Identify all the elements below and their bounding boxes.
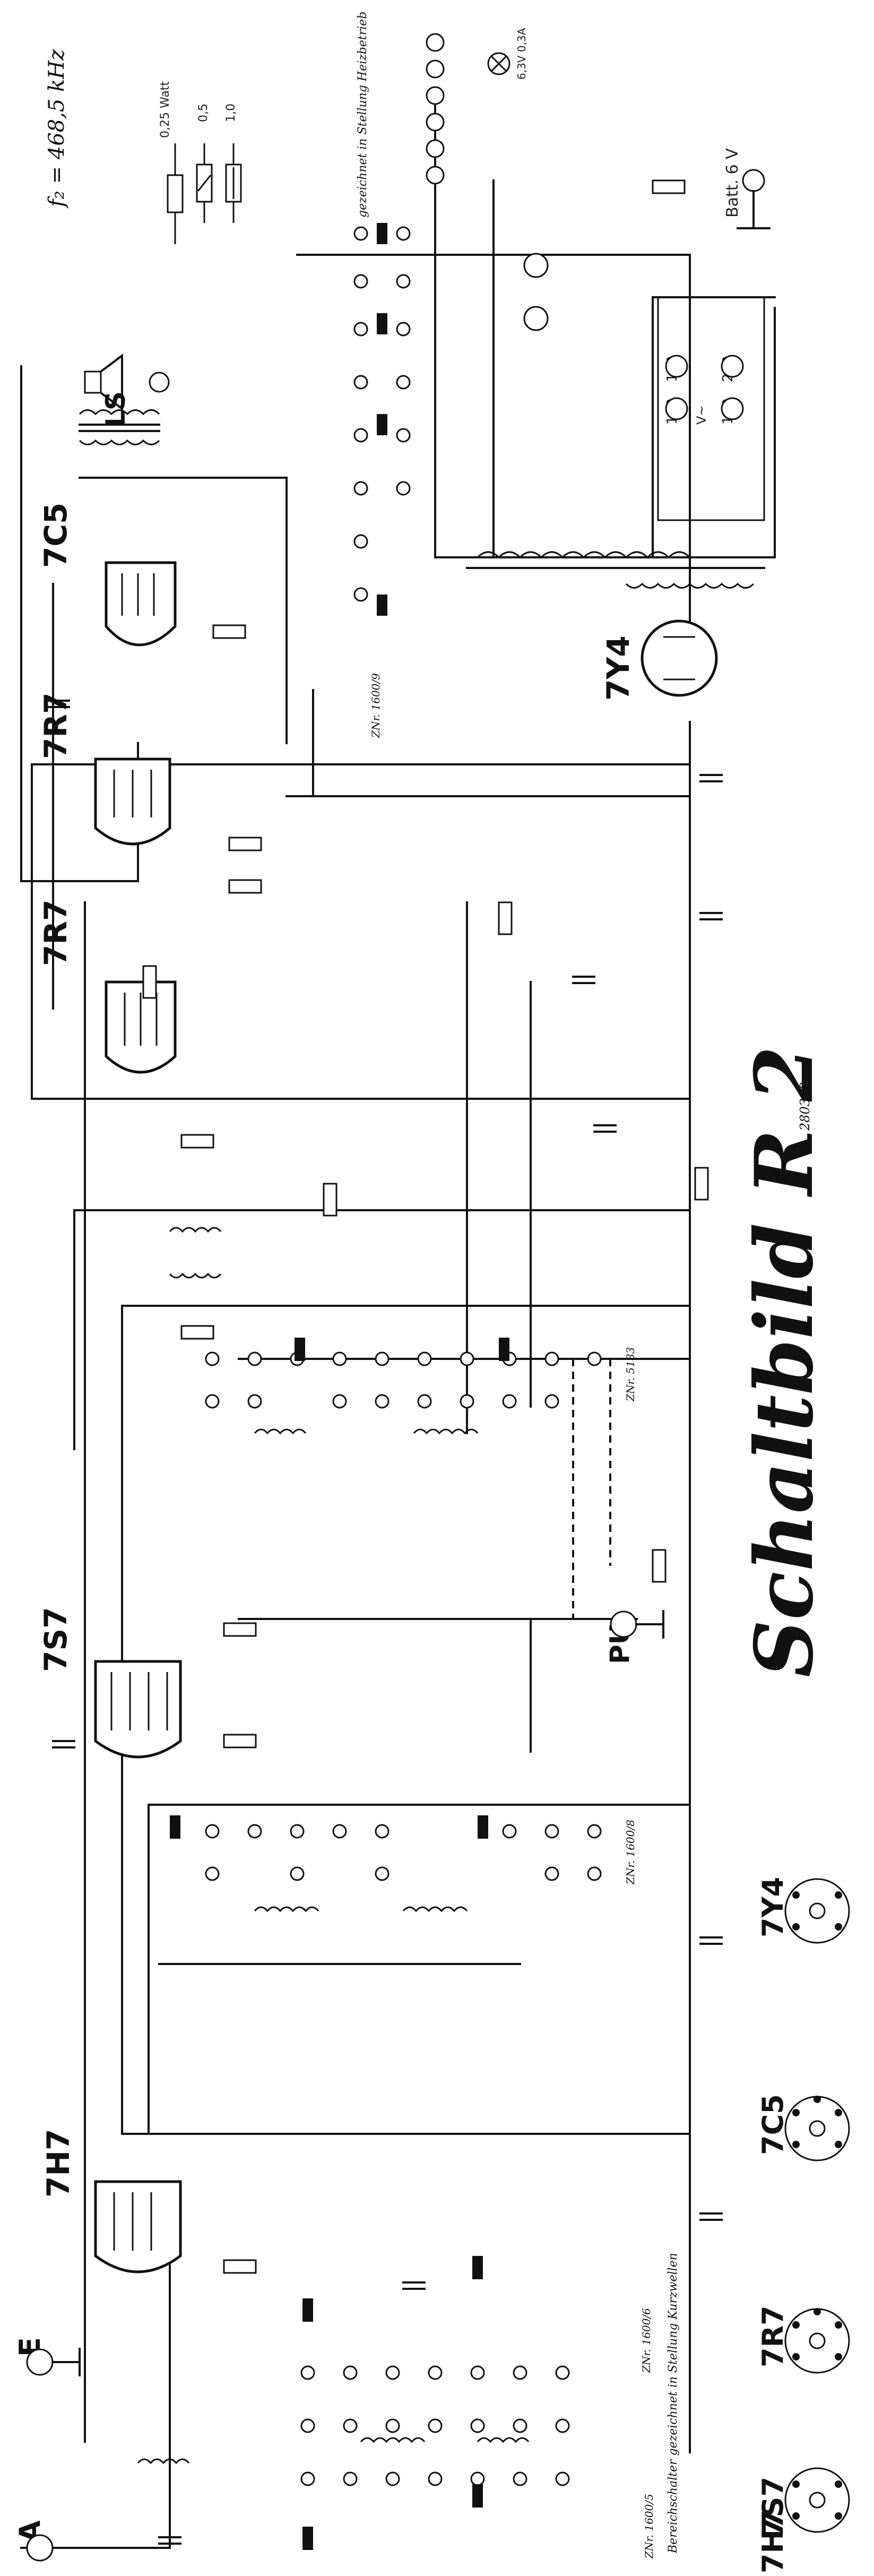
tube-7c5: [105, 561, 177, 647]
resistor-legend-025: 0,25 Watt: [159, 81, 172, 138]
if-frequency-label: f₂ = 468,5 kHz: [45, 49, 69, 209]
socket-label-7r7: 7R7: [756, 2305, 790, 2367]
pilot-lamp-icon: [487, 52, 510, 75]
socket-label-7h7: 7H7: [756, 2510, 790, 2573]
socket-label-7s7: 7S7: [756, 2477, 790, 2537]
if-coils: [137, 1227, 530, 2465]
socket-7r7: [784, 2308, 850, 2374]
tube-label-7y4: 7Y4: [600, 635, 636, 701]
tube-label-7s7: 7S7: [38, 1607, 74, 1673]
tube-7r7-upper: [94, 757, 171, 846]
tube-7r7-lower: [105, 980, 177, 1074]
socket-label-7y4: 7Y4: [756, 1877, 790, 1937]
tube-7y4: [641, 619, 718, 697]
battery-label: Batt. 6 V: [723, 148, 742, 218]
tube-7h7: [94, 2180, 182, 2273]
switch-label-1: ZNr. 1600/9: [369, 673, 382, 738]
switch-label-4: ZNr. 1600/6: [640, 2308, 653, 2373]
tube-label-7r7-a: 7R7: [38, 900, 74, 966]
band-switch-note: Bereichschalter gezeichnet in Stellung K…: [667, 2253, 680, 2554]
battery-terminal: [652, 169, 771, 229]
pilot-lamp-label: 6,3V 0,3A: [515, 28, 528, 80]
loudspeaker-icon: [84, 354, 170, 411]
ground-terminal-icon: [26, 2348, 81, 2376]
tube-label-7c5: 7C5: [38, 503, 74, 568]
voltage-selector: [657, 296, 765, 521]
resistor-legend-05: 0,5: [197, 104, 210, 122]
date-note: 280350: [798, 1082, 812, 1131]
switch-label-2: ZNr. 5183: [624, 1347, 637, 1402]
power-transformer: [466, 551, 765, 589]
antenna-terminal-icon: [26, 2534, 54, 2562]
capacitors: [47, 700, 723, 2545]
socket-7y4: [784, 1878, 850, 1944]
resistor-legend-10: 1,0: [224, 104, 238, 122]
switch-label-5: ZNr. 1600/5: [643, 2494, 655, 2559]
resistor-legend: [167, 143, 242, 244]
socket-7c5: [784, 2096, 850, 2161]
band-switch-contacts: [170, 223, 602, 2550]
tap-ac: V~: [694, 405, 709, 425]
pickup-terminal: [610, 1610, 664, 1639]
switch-label-3: ZNr. 1600/8: [624, 1820, 637, 1885]
tube-label-7r7-b: 7R7: [38, 693, 74, 759]
output-transformer: [79, 409, 160, 445]
tube-7s7: [94, 1660, 182, 1759]
main-wiring: [20, 94, 776, 2549]
resistors: [142, 624, 709, 2274]
schematic-title: Schaltbild R 2: [738, 1046, 831, 1677]
tube-label-7h7: 7H7: [40, 2129, 76, 2198]
heater-switch: [426, 33, 549, 331]
heater-note: gezeichnet in Stellung Heizbetrieb: [356, 12, 369, 218]
socket-label-7c5: 7C5: [756, 2094, 790, 2155]
socket-7s7: [784, 2467, 850, 2533]
